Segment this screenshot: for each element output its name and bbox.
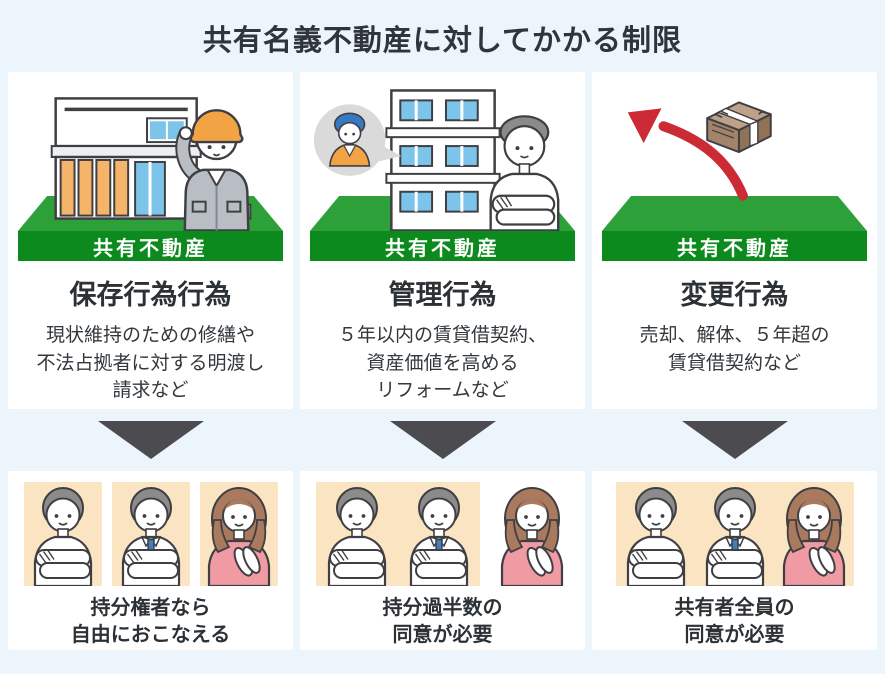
preservation-illustration: 共有不動産 <box>8 82 293 261</box>
column-heading: 変更行為 <box>680 280 789 310</box>
land-banner: 共有不動産 <box>601 231 868 261</box>
management-bottom-card: 持分過半数の 同意が必要 <box>300 471 585 650</box>
land-banner-label: 共有不動産 <box>385 237 500 260</box>
down-arrow-icon <box>681 421 788 459</box>
arrow-zone <box>300 409 585 471</box>
owner-icon <box>489 115 560 231</box>
column-change-acts: 共有不動産 変更行為 売却、解体、５年超の 賃貸借契約など 共有者全員の 同意が <box>592 72 877 650</box>
people-row <box>315 482 570 586</box>
woman-icon <box>494 482 570 586</box>
speech-bubble-icon <box>313 104 402 176</box>
management-top-card: 共有不動産 管理行為 ５年以内の賃貸借契約、 資産価値を高める リフォームなど <box>300 72 585 409</box>
arrow-zone <box>8 409 293 471</box>
preservation-bottom-card: 持分権者なら 自由におこなえる <box>8 471 293 650</box>
man-with-tie-icon <box>697 482 773 586</box>
land-banner-label: 共有不動産 <box>93 237 208 260</box>
man-with-tie-icon <box>113 482 189 586</box>
man-icon <box>25 482 101 586</box>
land-platform-icon <box>601 196 868 231</box>
preservation-top-card: 共有不動産 保存行為行為 現状維持のための修繕や 不法占拠者に対する明渡し 請求… <box>8 72 293 409</box>
land-banner-label: 共有不動産 <box>677 237 792 260</box>
money-icon <box>706 101 772 154</box>
highlight-tile-majority <box>315 482 480 586</box>
people-row <box>615 482 854 586</box>
column-description: 売却、解体、５年超の 賃貸借契約など <box>639 325 830 374</box>
land-banner: 共有不動産 <box>309 231 576 261</box>
management-illustration: 共有不動産 <box>300 82 585 261</box>
man-with-tie-icon <box>401 482 477 586</box>
man-icon <box>618 482 694 586</box>
highlight-tile-all <box>615 482 854 586</box>
highlight-tile <box>23 482 102 586</box>
building-owner-icon <box>313 89 560 231</box>
apartment-building-icon <box>385 89 501 231</box>
down-arrow-icon <box>389 421 496 459</box>
worker-icon <box>175 109 250 231</box>
change-bottom-card: 共有者全員の 同意が必要 <box>592 471 877 650</box>
column-heading: 管理行為 <box>388 280 497 310</box>
change-top-card: 共有不動産 変更行為 売却、解体、５年超の 賃貸借契約など <box>592 72 877 409</box>
red-arrow-icon <box>627 108 748 201</box>
people-row <box>23 482 278 586</box>
highlight-tile <box>111 482 190 586</box>
man-icon <box>319 482 395 586</box>
down-arrow-icon <box>97 421 204 459</box>
highlight-tile <box>199 482 278 586</box>
column-management-acts: 共有不動産 管理行為 ５年以内の賃貸借契約、 資産価値を高める リフォームなど … <box>300 72 585 650</box>
house-and-worker-icon <box>50 97 252 231</box>
column-description: 現状維持のための修繕や 不法占拠者に対する明渡し 請求など <box>36 325 265 402</box>
arrow-zone <box>592 409 877 471</box>
consent-caption: 持分過半数の 同意が必要 <box>382 597 503 646</box>
money-leaving-icon <box>627 101 772 201</box>
page-title: 共有名義不動産に対してかかる制限 <box>202 25 683 57</box>
column-preservation-acts: 共有不動産 保存行為行為 現状維持のための修繕や 不法占拠者に対する明渡し 請求… <box>8 72 293 650</box>
columns-container: 共有不動産 保存行為行為 現状維持のための修繕や 不法占拠者に対する明渡し 請求… <box>8 72 877 650</box>
consent-caption: 持分権者なら 自由におこなえる <box>70 597 231 646</box>
change-illustration: 共有不動産 <box>592 82 877 261</box>
column-heading: 保存行為行為 <box>69 280 232 310</box>
column-description: ５年以内の賃貸借契約、 資産価値を高める リフォームなど <box>337 325 547 402</box>
woman-icon <box>776 482 852 586</box>
consent-caption: 共有者全員の 同意が必要 <box>674 597 795 646</box>
land-banner: 共有不動産 <box>17 231 284 261</box>
woman-icon <box>201 482 277 586</box>
